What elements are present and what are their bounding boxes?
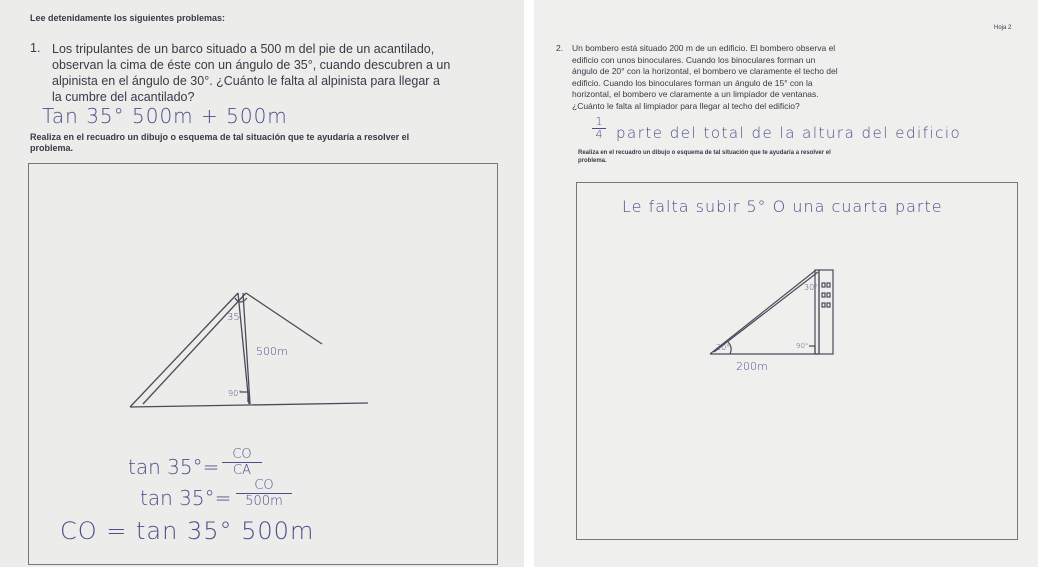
problem-line: ¿Cuánto le falta al limpiador para llega… — [572, 100, 800, 111]
equation-3: CO = tan 35° 500m — [60, 517, 315, 545]
drawing-box — [28, 163, 498, 565]
problem-line: observan la cima de éste con un ángulo d… — [52, 58, 451, 72]
problem-text: Un bombero está situado 200 m de un edif… — [572, 43, 1002, 112]
triangle-diagram: 35 500m 90° — [129, 292, 369, 408]
problem-text: Los tripulantes de un barco situado a 50… — [52, 41, 512, 105]
building-diagram: 30° 20° 90° 200m — [709, 269, 834, 373]
right-angle-label: 90° — [796, 342, 808, 350]
problem-line: horizontal, el bombero ve claramente a u… — [572, 89, 819, 99]
drawing-box — [576, 182, 1018, 540]
fraction-denominator: CA — [233, 463, 251, 478]
equation-1-left: tan 35°= — [128, 455, 220, 479]
problem-number: 2. — [556, 43, 564, 53]
side-label: 500m — [256, 345, 288, 358]
angle-label-top: 30° — [804, 283, 818, 292]
problem-line: edificio con unos binoculares. Cuando lo… — [572, 54, 816, 65]
instruction-line: Realiza en el recuadro un dibujo o esque… — [578, 150, 831, 156]
angle-label-left: 20° — [716, 343, 730, 352]
page-header: Lee detenidamente los siguientes problem… — [30, 13, 226, 23]
angle-label-top: 35 — [227, 312, 240, 323]
fraction-numerator: CO — [222, 447, 262, 463]
fraction-denominator: 4 — [595, 128, 603, 141]
handwritten-fraction: 1 4 — [592, 116, 606, 141]
right-angle-label: 90° — [228, 389, 242, 398]
base-label: 200m — [736, 360, 768, 373]
problem-line: Los tripulantes de un barco situado a 50… — [52, 42, 435, 56]
handwritten-answer: Tan 35° 500m + 500m — [42, 104, 288, 128]
instruction-line: problema. — [578, 158, 607, 164]
fraction-denominator: 500m — [245, 494, 283, 509]
instruction-text: Realiza en el recuadro un dibujo o esque… — [30, 132, 490, 154]
problem-line: Un bombero está situado 200 m de un edif… — [572, 43, 836, 53]
problem-line: la cumbre del acantilado? — [52, 90, 195, 104]
problem-line: alpinista en el ángulo de 30°. ¿Cuánto l… — [52, 74, 440, 88]
equation-2-fraction: CO 500m — [236, 478, 292, 509]
box-handwritten-note: Le falta subir 5° O una cuarta parte — [622, 197, 943, 216]
fraction-numerator: 1 — [592, 116, 606, 129]
problem-line: ángulo de 20° con la horizontal, el bomb… — [572, 66, 838, 76]
handwritten-answer: parte del total de la altura del edifici… — [616, 124, 962, 142]
equation-2-left: tan 35°= — [140, 486, 232, 510]
worksheet-page-2: Hoja 2 2. Un bombero está situado 200 m … — [534, 0, 1038, 567]
instruction-line: problema. — [30, 143, 74, 153]
worksheet-page-1: Lee detenidamente los siguientes problem… — [0, 0, 524, 567]
page-label: Hoja 2 — [994, 25, 1012, 31]
problem-number: 1. — [30, 41, 41, 55]
fraction-numerator: CO — [236, 478, 292, 494]
instruction-text: Realiza en el recuadro un dibujo o esque… — [578, 149, 998, 165]
instruction-line: Realiza en el recuadro un dibujo o esque… — [30, 132, 410, 142]
equation-1-fraction: CO CA — [222, 447, 262, 478]
problem-line: edificio. Cuando los binoculares forman … — [572, 77, 813, 88]
